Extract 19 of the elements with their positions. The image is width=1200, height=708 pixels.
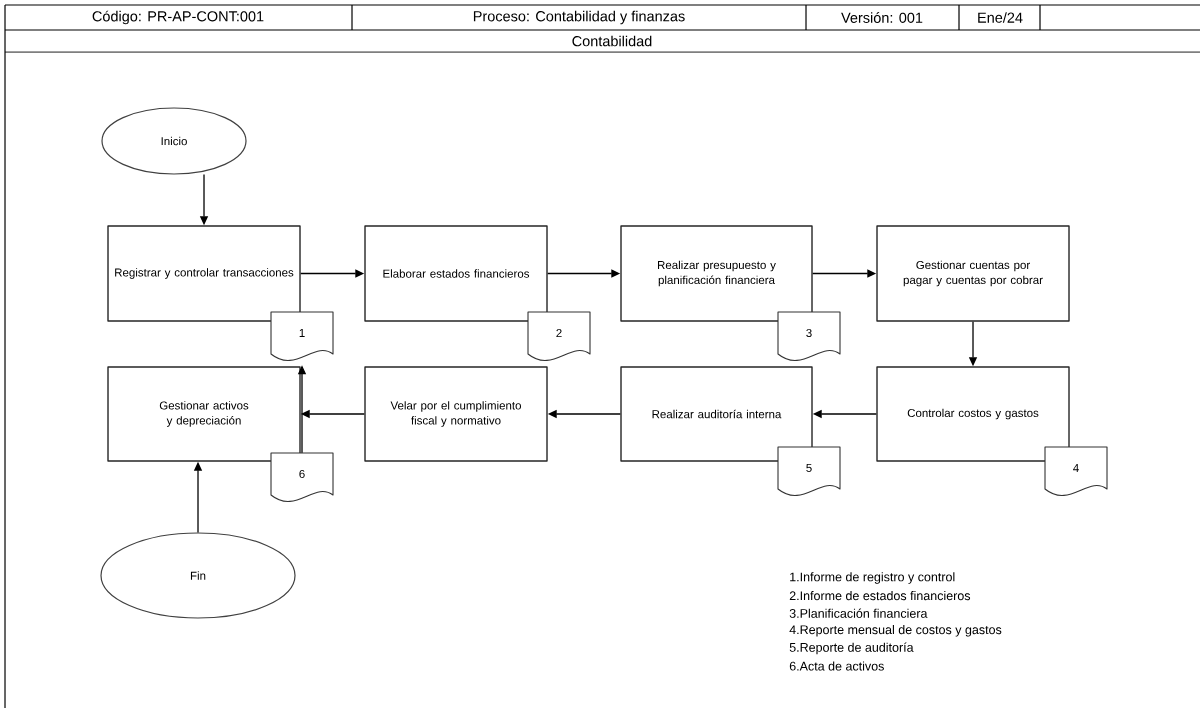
legend-text: 6.Acta de activos bbox=[789, 661, 884, 671]
header-cell-text: Código: PR-AP-CONT:001 bbox=[92, 10, 264, 25]
process-box: Registrar y controlar transacciones bbox=[107, 225, 301, 322]
header-cell-text: Contabilidad bbox=[572, 35, 652, 47]
process-box: Gestionar activos y depreciación bbox=[107, 366, 301, 462]
legend-text: 4.Reporte mensual de costos y gastos bbox=[789, 624, 1002, 637]
header-cell-text: Versión: 001 bbox=[841, 12, 923, 23]
legend-text: 3.Planificación financiera bbox=[789, 608, 928, 618]
legend-text: 1.Informe de registro y control bbox=[790, 572, 955, 584]
process-box: Elaborar estados financieros bbox=[364, 225, 548, 322]
header-cell-text: Ene/24 bbox=[978, 12, 1023, 23]
process-box: Velar por el cumplimiento fiscal y normativo bbox=[364, 366, 548, 462]
legend-text: 5.Reporte de auditoría bbox=[789, 642, 914, 655]
legend-text: 2.Informe de estados financieros bbox=[789, 591, 971, 601]
header-cell-text: Proceso: Contabilidad y finanzas bbox=[473, 10, 685, 25]
process-box: Gestionar cuentas por pagar y cuentas por cobrar bbox=[876, 225, 1070, 322]
process-box: Realizar presupuesto y planificación financiera bbox=[620, 225, 813, 322]
process-box: Controlar costos y gastos bbox=[876, 366, 1070, 462]
process-box: Realizar auditoría interna bbox=[620, 366, 813, 462]
